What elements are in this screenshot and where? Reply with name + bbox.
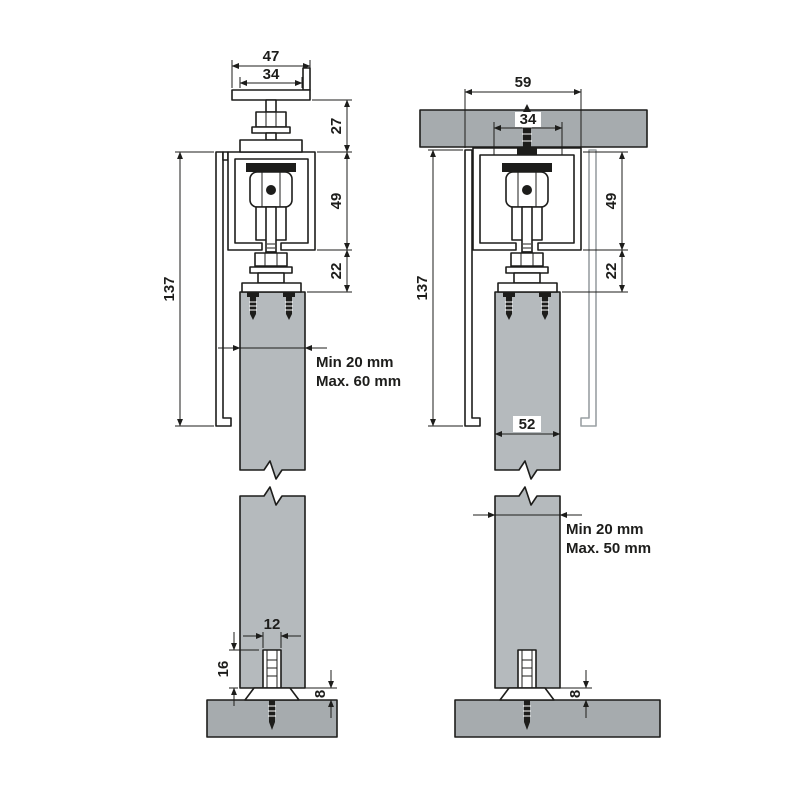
dim-137-left: 137 — [161, 276, 178, 301]
wheel-hub — [522, 185, 532, 195]
hanger-bolt-right — [497, 251, 558, 293]
door-note-left-line1: Min 20 mm — [316, 354, 394, 371]
dim-16: 16 — [215, 661, 232, 678]
dim-22-left: 22 — [328, 263, 345, 280]
screw-tip — [542, 314, 548, 320]
trolley-top-bar — [502, 163, 552, 172]
hanger-lock-nut — [257, 272, 285, 284]
trolley-spindle — [265, 206, 277, 253]
dim-137-right: 137 — [414, 275, 431, 300]
dim-47: 47 — [263, 48, 280, 65]
door-note-right-line2: Max. 50 mm — [566, 540, 651, 557]
hanger-washer — [505, 266, 549, 274]
optional-fascia-profile — [580, 149, 597, 427]
hanger-hex-nut — [510, 252, 544, 267]
guide-base-disc — [499, 687, 555, 701]
door-note-left-line2: Max. 60 mm — [316, 373, 401, 390]
dim-22-right: 22 — [603, 263, 620, 280]
right-dimensions: 59 34 49 22 137 52 Min 20 — [414, 74, 651, 718]
dim-34-left: 34 — [263, 66, 280, 83]
dim-49-right: 49 — [603, 193, 620, 210]
dim-49-left: 49 — [328, 193, 345, 210]
door-bracket-plate — [497, 282, 558, 293]
door-screw-right-2 — [539, 292, 551, 320]
dim-12: 12 — [264, 616, 281, 633]
screw-tip — [523, 104, 531, 112]
floor-slab-right — [454, 699, 661, 738]
dim-59: 59 — [515, 74, 532, 91]
roller-trolley-left — [246, 163, 296, 253]
screw-head — [539, 292, 551, 297]
clamp-hex-nut — [255, 111, 287, 128]
bracket-plate — [231, 89, 311, 101]
door-bracket-plate — [241, 282, 302, 293]
track-profile-right — [472, 147, 582, 251]
door-screw-left-2 — [283, 292, 295, 320]
floor-guide-left — [244, 649, 300, 730]
door-note-right-line1: Min 20 mm — [566, 521, 644, 538]
door-screw-right-1 — [503, 292, 515, 320]
screw-head — [503, 292, 515, 297]
bracket-lip — [302, 67, 311, 91]
dim-52: 52 — [519, 416, 536, 433]
door-screw-left-1 — [247, 292, 259, 320]
screw-tip — [506, 314, 512, 320]
hanger-hex-nut — [254, 252, 288, 267]
dim-34-right: 34 — [520, 111, 537, 128]
clamp-bolt-shaft — [265, 99, 277, 113]
roller-trolley-right — [502, 163, 552, 253]
screw-head — [283, 292, 295, 297]
right-view: 59 34 49 22 137 52 Min 20 — [414, 74, 661, 738]
clamp-washer — [251, 126, 291, 134]
screw-tip — [250, 314, 256, 320]
floor-guide-right — [499, 649, 555, 730]
track-profile-left — [227, 151, 316, 251]
fascia-profile-right-view — [464, 149, 481, 427]
screw-head — [517, 148, 537, 155]
screw-tip — [286, 314, 292, 320]
guide-base-disc — [244, 687, 300, 701]
hanger-lock-nut — [513, 272, 541, 284]
hanger-bolt-left — [241, 251, 302, 293]
clamp-bolt-lower — [265, 132, 277, 141]
wheel-hub — [266, 185, 276, 195]
left-view: 47 34 27 49 22 137 Min 20 mm Max. 60 mm — [161, 48, 401, 738]
guide-stem — [517, 649, 537, 689]
dim-27: 27 — [328, 118, 345, 135]
screw-head — [247, 292, 259, 297]
floor-screw-tip — [269, 722, 275, 730]
dim-8-right: 8 — [567, 690, 584, 698]
trolley-spindle — [521, 206, 533, 253]
guide-stem — [262, 649, 282, 689]
trolley-top-bar — [246, 163, 296, 172]
dim-8-left: 8 — [312, 690, 329, 698]
clamp-claw — [239, 139, 303, 153]
door-panel-upper-left — [239, 291, 306, 480]
floor-screw-tip — [524, 722, 530, 730]
hanger-washer — [249, 266, 293, 274]
door-panel-upper-right — [494, 291, 561, 480]
left-dimensions: 47 34 27 49 22 137 Min 20 mm Max. 60 mm — [161, 48, 401, 718]
